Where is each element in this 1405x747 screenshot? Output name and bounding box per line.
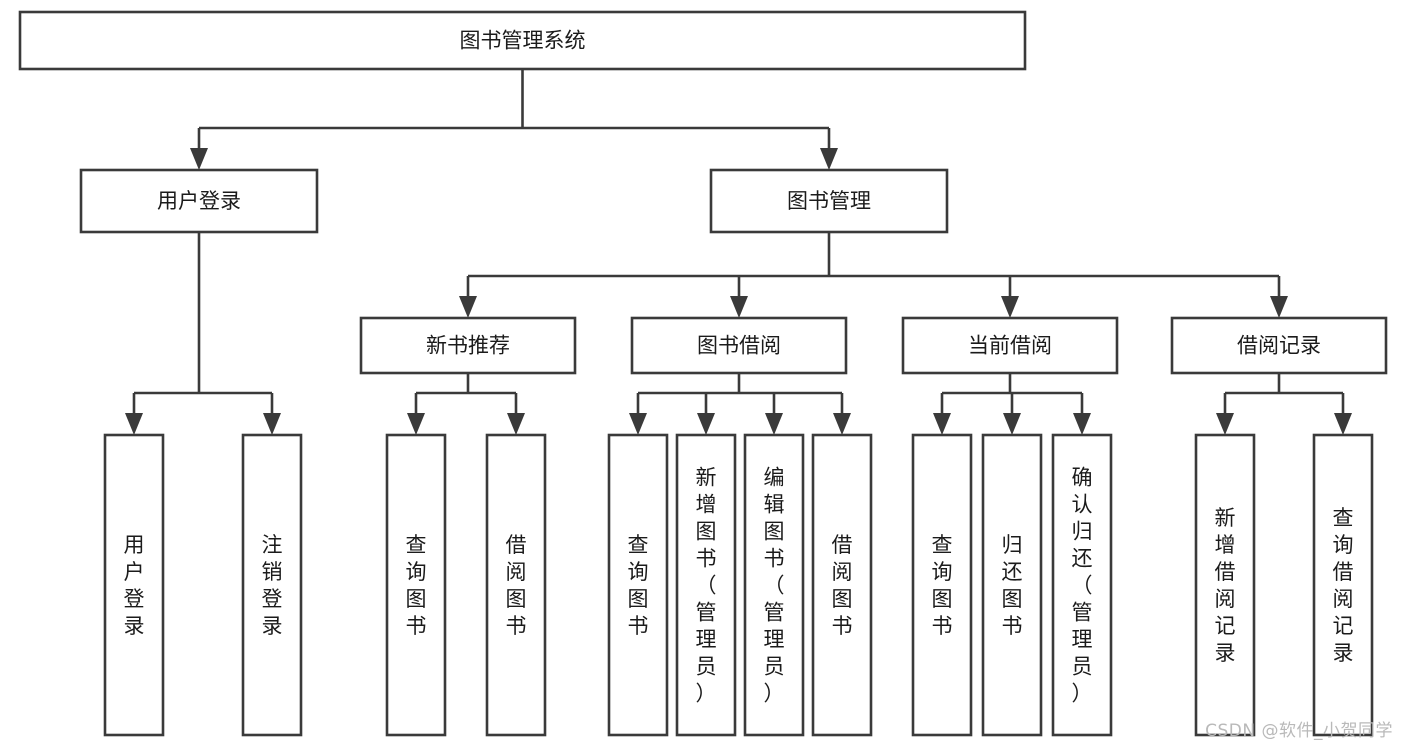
arrow-head-icon bbox=[629, 413, 647, 435]
node-label-leaf-edit-book: 编辑图书（管理员） bbox=[764, 466, 785, 706]
node-leaf-query-book-1[interactable]: 查询图书 bbox=[385, 433, 447, 737]
node-box-leaf-borrow-book-1 bbox=[485, 433, 547, 737]
arrow-head-icon bbox=[1334, 413, 1352, 435]
node-new-book-rec[interactable]: 新书推荐 bbox=[359, 316, 577, 375]
node-leaf-user-login[interactable]: 用户登录 bbox=[103, 433, 165, 737]
arrow-head-icon bbox=[459, 296, 477, 318]
node-box-leaf-query-book-2 bbox=[607, 433, 669, 737]
connector-group-book-manage bbox=[459, 232, 1288, 318]
node-box-book-manage bbox=[709, 168, 949, 234]
node-label-leaf-user-login: 用户登录 bbox=[124, 533, 145, 638]
node-box-leaf-query-book-1 bbox=[385, 433, 447, 737]
node-label-leaf-confirm-return: 确认归还（管理员） bbox=[1072, 466, 1093, 706]
node-label-leaf-return-book: 归还图书 bbox=[1002, 533, 1023, 638]
arrow-head-icon bbox=[697, 413, 715, 435]
node-box-leaf-edit-book bbox=[743, 433, 805, 737]
nodes-layer: 图书管理系统用户登录图书管理新书推荐图书借阅当前借阅借阅记录用户登录注销登录查询… bbox=[18, 10, 1388, 737]
node-label-borrow-record: 借阅记录 bbox=[1237, 334, 1321, 358]
arrow-head-icon bbox=[1003, 413, 1021, 435]
node-leaf-confirm-return[interactable]: 确认归还（管理员） bbox=[1051, 433, 1113, 737]
connectors-layer bbox=[125, 69, 1352, 435]
arrow-head-icon bbox=[190, 148, 208, 170]
arrow-head-icon bbox=[1001, 296, 1019, 318]
node-label-leaf-query-book-2: 查询图书 bbox=[628, 533, 649, 638]
node-book-manage[interactable]: 图书管理 bbox=[709, 168, 949, 234]
connector-group-new-book-rec bbox=[407, 373, 525, 435]
connector-group-book-borrow bbox=[629, 373, 851, 435]
arrow-head-icon bbox=[263, 413, 281, 435]
node-book-borrow[interactable]: 图书借阅 bbox=[630, 316, 848, 375]
node-label-leaf-query-book-1: 查询图书 bbox=[406, 533, 427, 638]
node-box-leaf-add-record bbox=[1194, 433, 1256, 737]
node-box-new-book-rec bbox=[359, 316, 577, 375]
node-leaf-edit-book[interactable]: 编辑图书（管理员） bbox=[743, 433, 805, 737]
node-box-leaf-add-book bbox=[675, 433, 737, 737]
node-label-book-manage: 图书管理 bbox=[787, 189, 871, 213]
arrow-head-icon bbox=[765, 413, 783, 435]
arrow-head-icon bbox=[833, 413, 851, 435]
node-leaf-borrow-book-2[interactable]: 借阅图书 bbox=[811, 433, 873, 737]
arrow-head-icon bbox=[1270, 296, 1288, 318]
arrow-head-icon bbox=[933, 413, 951, 435]
node-current-borrow[interactable]: 当前借阅 bbox=[901, 316, 1119, 375]
node-box-leaf-borrow-book-2 bbox=[811, 433, 873, 737]
node-borrow-record[interactable]: 借阅记录 bbox=[1170, 316, 1388, 375]
node-box-borrow-record bbox=[1170, 316, 1388, 375]
node-user-login[interactable]: 用户登录 bbox=[79, 168, 319, 234]
node-box-leaf-query-book-3 bbox=[911, 433, 973, 737]
node-root[interactable]: 图书管理系统 bbox=[18, 10, 1027, 71]
node-label-new-book-rec: 新书推荐 bbox=[426, 334, 510, 358]
node-leaf-user-logout[interactable]: 注销登录 bbox=[241, 433, 303, 737]
node-box-root bbox=[18, 10, 1027, 71]
node-label-leaf-query-book-3: 查询图书 bbox=[932, 533, 953, 638]
node-box-leaf-return-book bbox=[981, 433, 1043, 737]
node-box-leaf-user-login bbox=[103, 433, 165, 737]
connector-group-user-login bbox=[125, 232, 281, 435]
arrow-head-icon bbox=[1073, 413, 1091, 435]
node-label-leaf-user-logout: 注销登录 bbox=[262, 533, 283, 638]
node-label-user-login: 用户登录 bbox=[157, 189, 241, 213]
node-box-current-borrow bbox=[901, 316, 1119, 375]
arrow-head-icon bbox=[730, 296, 748, 318]
node-leaf-query-book-3[interactable]: 查询图书 bbox=[911, 433, 973, 737]
node-label-leaf-add-book: 新增图书（管理员） bbox=[696, 466, 717, 706]
node-label-current-borrow: 当前借阅 bbox=[968, 334, 1052, 358]
node-label-root: 图书管理系统 bbox=[460, 29, 586, 53]
node-box-leaf-confirm-return bbox=[1051, 433, 1113, 737]
node-box-leaf-user-logout bbox=[241, 433, 303, 737]
node-box-user-login bbox=[79, 168, 319, 234]
node-leaf-borrow-book-1[interactable]: 借阅图书 bbox=[485, 433, 547, 737]
node-label-leaf-borrow-book-2: 借阅图书 bbox=[832, 533, 853, 638]
connector-group-root bbox=[190, 69, 838, 170]
arrow-head-icon bbox=[1216, 413, 1234, 435]
node-label-leaf-borrow-book-1: 借阅图书 bbox=[506, 533, 527, 638]
node-leaf-query-book-2[interactable]: 查询图书 bbox=[607, 433, 669, 737]
node-label-leaf-add-record: 新增借阅记录 bbox=[1215, 506, 1236, 665]
node-leaf-add-book[interactable]: 新增图书（管理员） bbox=[675, 433, 737, 737]
node-leaf-query-record[interactable]: 查询借阅记录 bbox=[1312, 433, 1374, 737]
node-label-book-borrow: 图书借阅 bbox=[697, 334, 781, 358]
arrow-head-icon bbox=[507, 413, 525, 435]
connector-group-current-borrow bbox=[933, 373, 1091, 435]
connector-group-borrow-record bbox=[1216, 373, 1352, 435]
node-label-leaf-query-record: 查询借阅记录 bbox=[1333, 506, 1354, 665]
node-box-leaf-query-record bbox=[1312, 433, 1374, 737]
arrow-head-icon bbox=[125, 413, 143, 435]
node-leaf-add-record[interactable]: 新增借阅记录 bbox=[1194, 433, 1256, 737]
node-box-book-borrow bbox=[630, 316, 848, 375]
arrow-head-icon bbox=[407, 413, 425, 435]
arrow-head-icon bbox=[820, 148, 838, 170]
node-leaf-return-book[interactable]: 归还图书 bbox=[981, 433, 1043, 737]
